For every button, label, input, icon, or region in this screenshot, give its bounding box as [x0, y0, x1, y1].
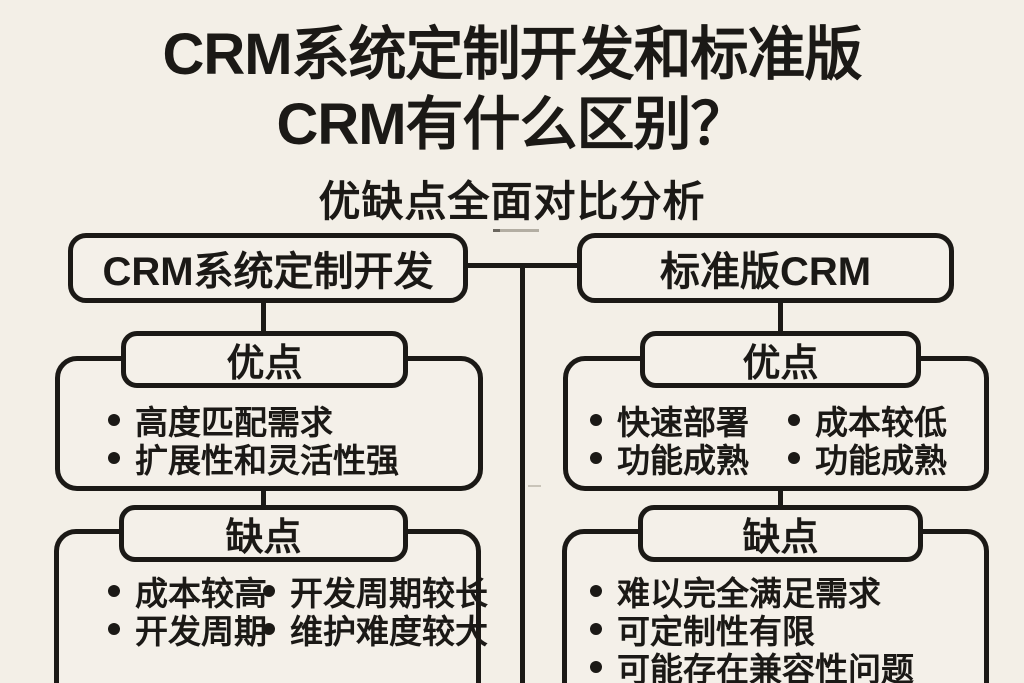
bullet-dot: [108, 452, 120, 464]
bullet-dot: [788, 452, 800, 464]
con-item-text: 成本较高: [135, 575, 267, 612]
standard-crm-pros-label: 优点: [640, 331, 921, 388]
list-item: 维护难度较大: [263, 610, 488, 650]
list-item: 成本较高: [108, 572, 267, 612]
custom-crm-cons-label: 缺点: [119, 505, 408, 562]
bullet-dot: [788, 414, 800, 426]
standard-crm-header-box: 标准版CRM: [577, 233, 954, 303]
con-item-text: 难以完全满足需求: [617, 575, 881, 612]
custom-crm-header-box: CRM系统定制开发: [68, 233, 468, 303]
bullet-dot: [108, 623, 120, 635]
list-item: 开发周期较长: [263, 572, 488, 612]
list-item: 扩展性和灵活性强: [108, 439, 399, 479]
pro-item-text: 快速部署: [617, 404, 749, 441]
con-item-text: 开发周期较长: [290, 575, 488, 612]
list-item: 高度匹配需求: [108, 401, 333, 441]
bullet-dot: [590, 623, 602, 635]
list-item: 功能成熟: [590, 439, 749, 479]
list-item: 开发周期: [108, 610, 267, 650]
bullet-dot: [263, 585, 275, 597]
bullet-dot: [590, 452, 602, 464]
smudge-artifact: [528, 485, 541, 487]
list-item: 可定制性有限: [590, 610, 815, 650]
connector-right-pros-to-cons: [778, 487, 783, 508]
list-item: 可能存在兼容性问题: [590, 648, 914, 683]
page-title-line2: CRM有什么区别？: [276, 92, 748, 157]
pro-item-text: 功能成熟: [815, 442, 947, 479]
pro-item-text: 功能成熟: [617, 442, 749, 479]
list-item: 成本较低: [788, 401, 947, 441]
page-title-line1: CRM系统定制开发和标准版: [162, 22, 862, 87]
page-title: CRM系统定制开发和标准版 CRM有什么区别？: [0, 20, 1024, 160]
standard-crm-cons-label: 缺点: [638, 505, 923, 562]
connector-center-vertical: [520, 263, 525, 683]
list-item: 功能成熟: [788, 439, 947, 479]
con-item-text: 可定制性有限: [617, 613, 815, 650]
connector-right-header-to-pros: [778, 300, 783, 333]
connector-left-pros-to-cons: [261, 487, 266, 508]
bullet-dot: [590, 414, 602, 426]
pro-item-text: 成本较低: [815, 404, 947, 441]
connector-left-header-to-pros: [261, 300, 266, 333]
con-item-text: 可能存在兼容性问题: [617, 651, 914, 683]
con-item-text: 开发周期: [135, 613, 267, 650]
con-item-text: 维护难度较大: [290, 613, 488, 650]
pro-item-text: 高度匹配需求: [135, 404, 333, 441]
custom-crm-pros-label: 优点: [121, 331, 408, 388]
list-item: 难以完全满足需求: [590, 572, 881, 612]
list-item: 快速部署: [590, 401, 749, 441]
bullet-dot: [108, 414, 120, 426]
bullet-dot: [108, 585, 120, 597]
bullet-dot: [263, 623, 275, 635]
bullet-dot: [590, 661, 602, 673]
bullet-dot: [590, 585, 602, 597]
smudge-artifact: [493, 229, 539, 232]
pro-item-text: 扩展性和灵活性强: [135, 442, 399, 479]
page-subtitle: 优缺点全面对比分析: [318, 178, 706, 225]
